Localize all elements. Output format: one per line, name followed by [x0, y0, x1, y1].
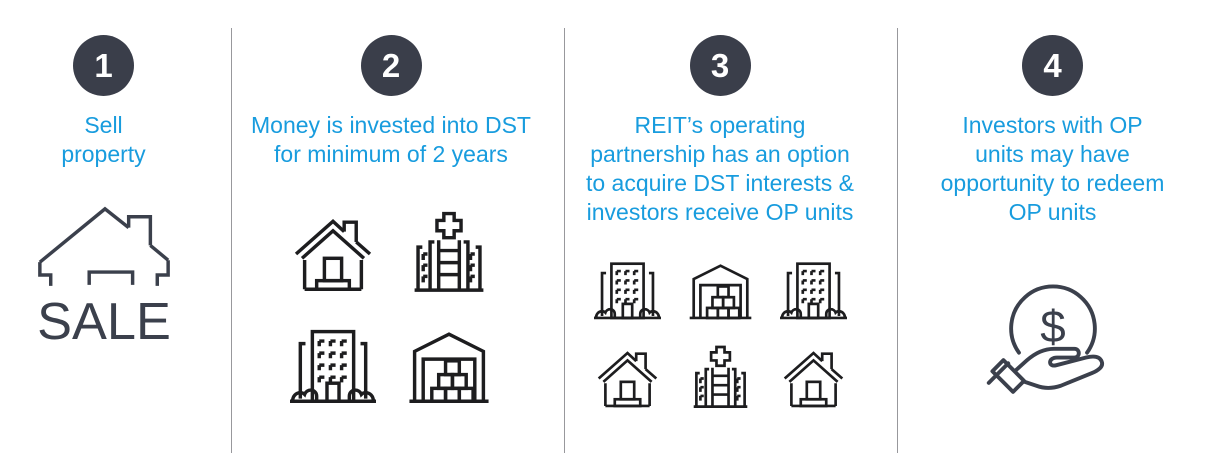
step-3-column: 3 REIT’s operating partnership has an op…	[565, 0, 897, 412]
step-number: 3	[710, 46, 730, 84]
sale-text: SALE	[37, 293, 171, 349]
warehouse-icon	[407, 332, 491, 403]
column-divider	[231, 28, 232, 453]
step-3-number-badge: 3	[689, 35, 751, 96]
column-divider	[564, 28, 565, 453]
step-2-heading: Money is invested into DST for minimum o…	[251, 112, 531, 167]
step-number: 1	[94, 46, 113, 84]
house-icon	[294, 219, 372, 291]
house-icon	[782, 351, 844, 408]
step-3-heading: REIT’s operating partnership has an opti…	[585, 112, 855, 225]
step-4-column: 4 Investors with OP units may have oppor…	[898, 0, 1217, 413]
office-building-icon	[290, 329, 376, 403]
step-2-icon-grid	[290, 211, 492, 409]
office-building-icon	[779, 262, 847, 320]
step-4-heading: Investors with OP units may have opportu…	[940, 112, 1165, 225]
hospital-icon	[691, 345, 749, 408]
office-building-icon	[593, 262, 661, 320]
house-for-sale-icon: SALE	[37, 206, 171, 349]
step-number: 2	[381, 46, 401, 84]
step-2-column: 2 Money is invested into DST for minimum…	[232, 0, 564, 409]
step-1-number-badge: 1	[73, 35, 134, 96]
step-2-number-badge: 2	[360, 35, 422, 96]
step-4-number-badge: 4	[1022, 35, 1083, 96]
hospital-icon	[412, 211, 486, 292]
column-divider	[897, 28, 898, 453]
dollar-sign: $	[1040, 301, 1065, 352]
warehouse-icon	[687, 264, 753, 320]
step-1-column: 1 Sell property SALE	[0, 0, 231, 349]
hand-holding-dollar-coin-icon: $	[986, 284, 1104, 394]
step-1-heading: Sell property	[61, 112, 146, 167]
step-3-icon-grid	[593, 257, 847, 412]
step-number: 4	[1043, 46, 1062, 84]
house-icon	[596, 351, 658, 408]
